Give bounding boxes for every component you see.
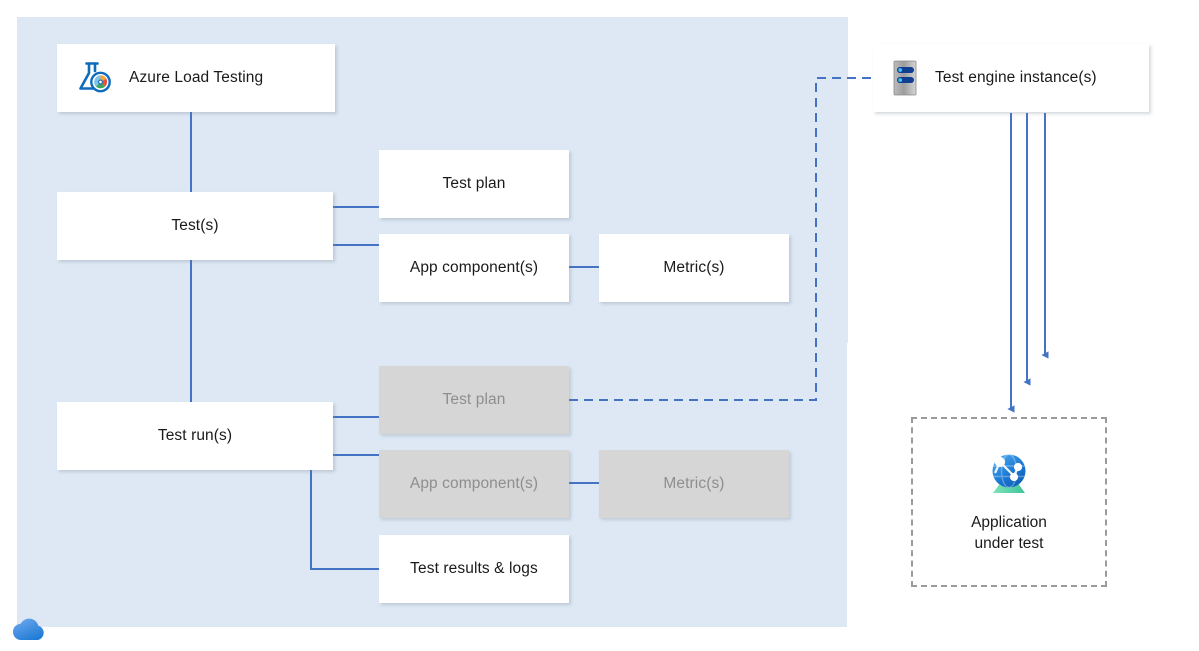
- node-test-plan-run[interactable]: Test plan: [379, 366, 569, 434]
- node-label: Test results & logs: [410, 560, 538, 578]
- node-label: Test plan: [442, 175, 506, 193]
- node-label: App component(s): [409, 259, 539, 277]
- flask-gauge-icon: [73, 57, 115, 99]
- server-rack-icon: [889, 57, 921, 99]
- node-label: Test run(s): [157, 427, 233, 445]
- node-test-plan[interactable]: Test plan: [379, 150, 569, 218]
- node-label: App component(s): [409, 475, 539, 493]
- node-app-components-run[interactable]: App component(s): [379, 450, 569, 518]
- node-label: Test plan: [442, 391, 506, 409]
- zone-label: Application under test: [971, 514, 1047, 552]
- node-label: Metric(s): [663, 259, 725, 277]
- node-label: Test(s): [171, 217, 219, 235]
- node-metrics[interactable]: Metric(s): [599, 234, 789, 302]
- node-test-engine[interactable]: Test engine instance(s): [873, 44, 1149, 112]
- node-test-results-logs[interactable]: Test results & logs: [379, 535, 569, 603]
- zone-application-under-test[interactable]: Application under test: [911, 417, 1107, 587]
- node-app-components[interactable]: App component(s): [379, 234, 569, 302]
- node-test-runs[interactable]: Test run(s): [57, 402, 333, 470]
- node-azure-load-testing[interactable]: Azure Load Testing: [57, 44, 335, 112]
- node-label: Metric(s): [663, 475, 725, 493]
- application-panel: [847, 343, 1199, 651]
- node-label: Test engine instance(s): [935, 69, 1097, 87]
- node-label: Azure Load Testing: [129, 69, 264, 87]
- globe-network-icon: [983, 449, 1035, 499]
- cloud-icon: [8, 612, 50, 646]
- node-metrics-run[interactable]: Metric(s): [599, 450, 789, 518]
- node-tests[interactable]: Test(s): [57, 192, 333, 260]
